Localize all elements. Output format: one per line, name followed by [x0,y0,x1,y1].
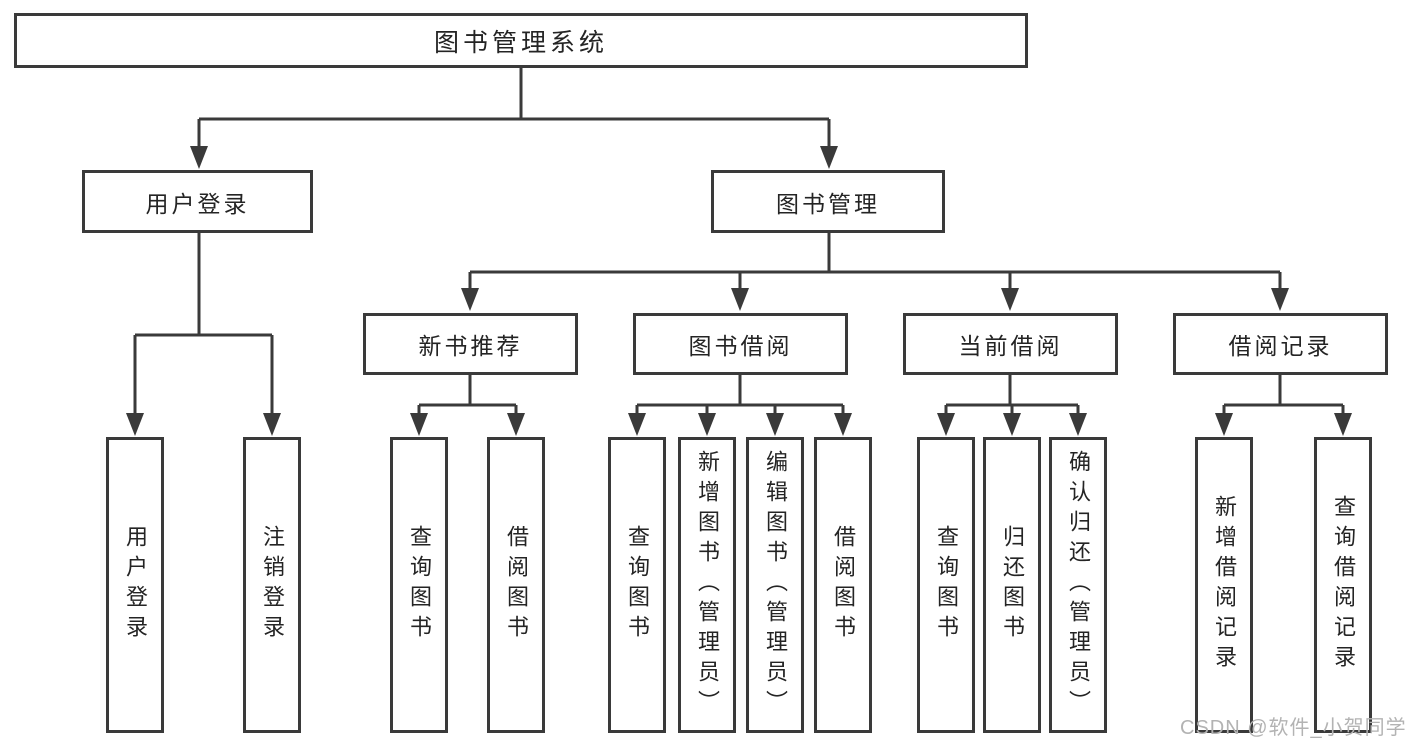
leaf-records-add-record: 新增借阅记录 [1195,437,1253,733]
node-book-borrow-label: 图书借阅 [688,333,793,359]
leaf-newbook-borrow-books-label: 借阅图书 [504,525,529,645]
leaf-borrow-borrow-books: 借阅图书 [814,437,872,733]
leaf-borrow-add-books-admin: 新增图书（管理员） [678,437,736,733]
node-user-login: 用户登录 [82,170,313,233]
leaf-newbook-query-books: 查询图书 [390,437,448,733]
leaf-borrow-query-books: 查询图书 [608,437,666,733]
leaf-current-query-books: 查询图书 [917,437,975,733]
node-book-management: 图书管理 [711,170,945,233]
node-user-login-label: 用户登录 [145,190,250,217]
leaf-user-login: 用户登录 [106,437,164,733]
leaf-records-add-record-label: 新增借阅记录 [1212,495,1237,675]
leaf-current-query-books-label: 查询图书 [934,525,959,645]
leaf-borrow-edit-books-admin: 编辑图书（管理员） [746,437,804,733]
leaf-records-query-record: 查询借阅记录 [1314,437,1372,733]
leaf-user-login-label: 用户登录 [123,525,148,645]
leaf-borrow-add-books-admin-label: 新增图书（管理员） [695,450,720,720]
leaf-current-confirm-return-admin-label: 确认归还（管理员） [1066,450,1091,720]
root-node-label: 图书管理系统 [433,28,608,57]
leaf-borrow-query-books-label: 查询图书 [625,525,650,645]
leaf-records-query-record-label: 查询借阅记录 [1331,495,1356,675]
node-borrow-records-label: 借阅记录 [1228,333,1333,359]
leaf-logout: 注销登录 [243,437,301,733]
node-book-management-label: 图书管理 [776,190,880,217]
leaf-current-return-books: 归还图书 [983,437,1041,733]
node-new-book-recommend: 新书推荐 [363,313,578,375]
watermark: CSDN @软件_小贺同学 [1180,717,1405,739]
leaf-borrow-edit-books-admin-label: 编辑图书（管理员） [763,450,788,720]
leaf-borrow-borrow-books-label: 借阅图书 [831,525,856,645]
node-current-borrow-label: 当前借阅 [958,333,1063,359]
leaf-current-confirm-return-admin: 确认归还（管理员） [1049,437,1107,733]
node-current-borrow: 当前借阅 [903,313,1118,375]
node-book-borrow: 图书借阅 [633,313,848,375]
leaf-newbook-borrow-books: 借阅图书 [487,437,545,733]
node-borrow-records: 借阅记录 [1173,313,1388,375]
leaf-newbook-query-books-label: 查询图书 [407,525,432,645]
root-node-library-system: 图书管理系统 [14,13,1028,68]
leaf-logout-label: 注销登录 [260,525,285,645]
node-new-book-recommend-label: 新书推荐 [418,333,523,359]
leaf-current-return-books-label: 归还图书 [1000,525,1025,645]
